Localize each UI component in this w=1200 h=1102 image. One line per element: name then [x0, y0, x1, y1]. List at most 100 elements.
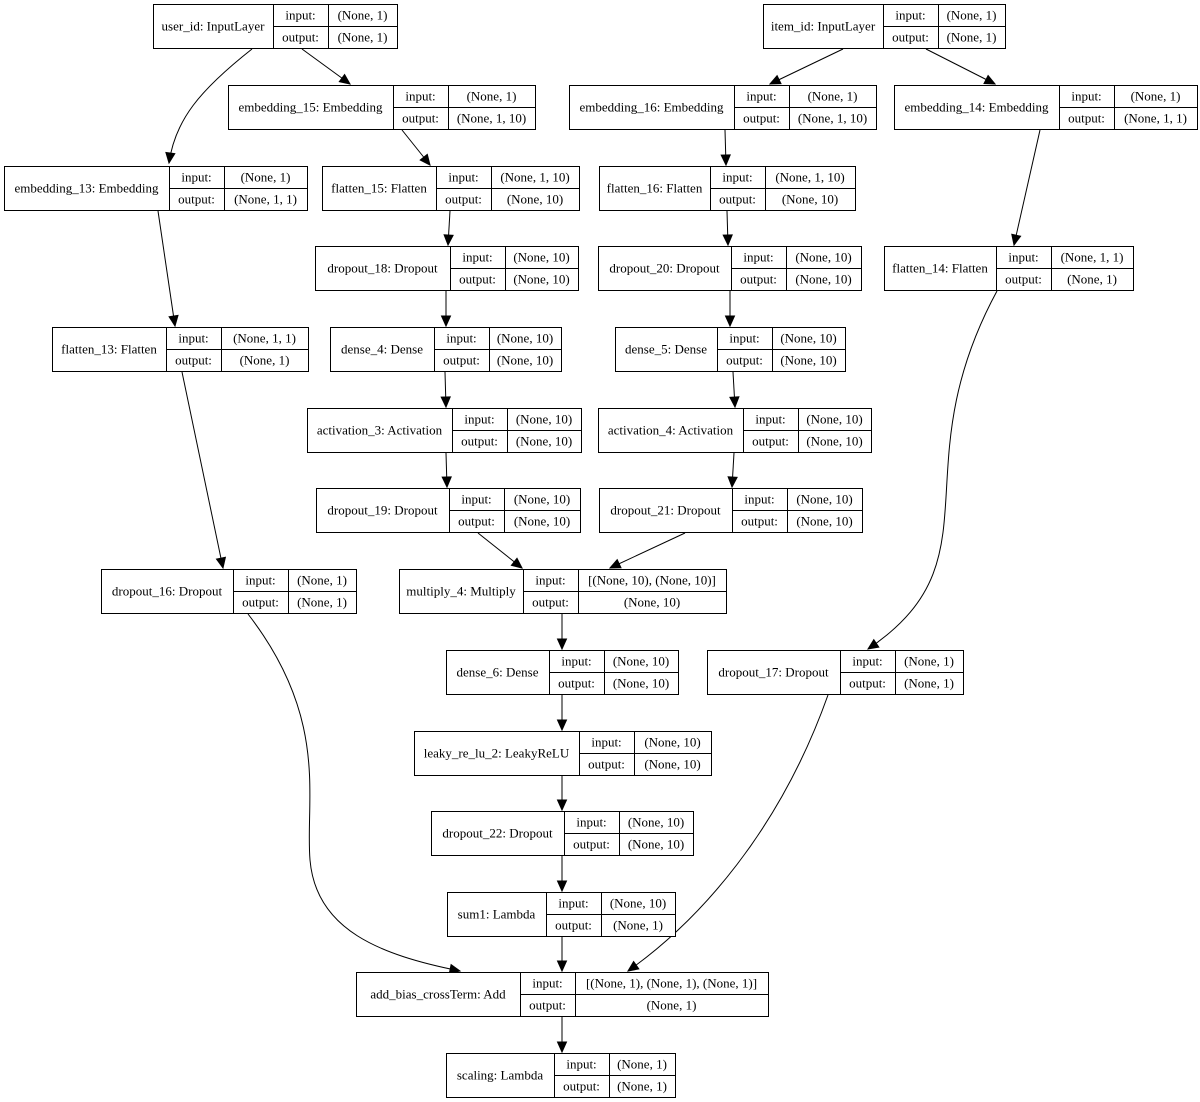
edge-dropout-19-to-multiply-4 [477, 532, 523, 569]
edge-line [609, 532, 686, 569]
input-shape-value: (None, 10) [497, 331, 553, 346]
arrowhead [720, 154, 731, 167]
node-name-label: dropout_19: Dropout [327, 503, 438, 518]
edge-activation-3-to-dropout-19 [441, 452, 452, 489]
node-name-label: dense_6: Dense [457, 665, 539, 680]
arrowhead [556, 719, 568, 732]
edge-dense-6-to-leaky-re-lu-2 [556, 695, 568, 732]
edge-dropout-18-to-dense-4 [440, 291, 452, 328]
output-label: output: [175, 353, 212, 368]
input-label: input: [729, 331, 759, 346]
output-shape-value: (None, 10) [507, 192, 563, 207]
arrowhead [729, 396, 740, 409]
output-label: output: [445, 192, 482, 207]
output-shape-value: (None, 10) [624, 595, 680, 610]
arrowhead [168, 314, 179, 328]
layer-node-embedding-13: embedding_13: Embeddinginput:output:(Non… [4, 166, 308, 211]
input-shape-value: (None, 10) [610, 896, 666, 911]
node-name-label: flatten_14: Flatten [892, 261, 988, 276]
input-shape-value: (None, 1) [1131, 89, 1181, 104]
input-shape-value: (None, 1) [947, 8, 997, 23]
output-shape-value: (None, 10) [795, 272, 851, 287]
output-shape-value: (None, 1) [338, 30, 388, 45]
input-shape-value: (None, 1, 1) [233, 331, 296, 346]
input-shape-value: (None, 1, 10) [500, 170, 569, 185]
output-label: output: [178, 192, 215, 207]
input-shape-value: (None, 10) [628, 815, 684, 830]
edge-user-id-to-embedding-13 [165, 48, 253, 165]
input-label: input: [532, 976, 562, 991]
output-shape-value: (None, 10) [497, 353, 553, 368]
node-name-label: user_id: InputLayer [162, 19, 266, 34]
output-shape-value: (None, 10) [513, 272, 569, 287]
output-label: output: [892, 30, 929, 45]
arrowhead [866, 638, 880, 650]
edge-dense-5-to-activation-4 [729, 371, 740, 409]
input-label: input: [561, 654, 591, 669]
input-shape-value: (None, 1) [467, 89, 517, 104]
node-name-label: flatten_15: Flatten [331, 181, 427, 196]
input-shape-value: (None, 1, 10) [775, 170, 844, 185]
output-shape-value: (None, 10) [806, 434, 862, 449]
input-shape-value: (None, 10) [514, 492, 570, 507]
node-name-label: dropout_16: Dropout [112, 584, 223, 599]
nodes-layer: user_id: InputLayer input: output: (None, 1… [4, 4, 1198, 1098]
edge-embedding-16-to-flatten-16 [720, 129, 731, 167]
output-label: output: [242, 595, 279, 610]
input-label: input: [446, 331, 476, 346]
output-label: output: [719, 192, 756, 207]
input-label: input: [405, 89, 435, 104]
output-shape-value: (None, 1) [613, 918, 663, 933]
output-label: output: [563, 1079, 600, 1094]
input-label: input: [558, 896, 588, 911]
output-label: output: [532, 595, 569, 610]
arrowhead [338, 73, 351, 85]
node-name-label: embedding_16: Embedding [579, 100, 724, 115]
node-name-label: dropout_20: Dropout [609, 261, 720, 276]
input-label: input: [285, 8, 315, 23]
input-shape-value: (None, 1) [904, 654, 954, 669]
edge-sum1-to-add-bias-crossTerm [556, 937, 568, 973]
node-name-label: embedding_15: Embedding [238, 100, 383, 115]
output-label: output: [558, 676, 595, 691]
input-label: input: [852, 654, 882, 669]
input-shape-value: (None, 10) [780, 331, 836, 346]
layer-node-activation-4: activation_4: Activationinput:output:(No… [598, 408, 872, 453]
input-shape-value: (None, 10) [513, 250, 569, 265]
input-label: input: [1008, 250, 1038, 265]
edge-line [181, 371, 224, 569]
edge-multiply-4-to-dense-6 [556, 614, 568, 651]
edge-line [157, 210, 176, 327]
output-label: output: [849, 676, 886, 691]
output-shape-value: (None, 10) [644, 757, 700, 772]
edges-layer [157, 48, 1041, 1054]
edge-dense-4-to-activation-3 [440, 371, 451, 409]
edge-line [247, 613, 461, 972]
arrowhead [510, 557, 523, 569]
input-shape-value: (None, 1) [297, 573, 347, 588]
input-label: input: [461, 492, 491, 507]
input-shape-value: [(None, 1), (None, 1), (None, 1)] [586, 976, 757, 991]
input-label: input: [462, 250, 492, 265]
output-shape-value: (None, 1) [947, 30, 997, 45]
edge-flatten-14-to-dropout-17 [866, 290, 998, 650]
edge-activation-4-to-dropout-21 [727, 452, 738, 489]
edge-dropout-20-to-dense-5 [724, 291, 736, 328]
output-shape-value: (None, 1) [617, 1079, 667, 1094]
arrowhead [556, 638, 568, 651]
output-shape-value: (None, 10) [628, 837, 684, 852]
edge-line [1013, 129, 1041, 246]
edge-item-id-to-embedding-14 [925, 48, 997, 85]
output-shape-value: (None, 10) [796, 514, 852, 529]
layer-node-activation-3: activation_3: Activationinput:output:(No… [307, 408, 582, 453]
input-shape-value: (None, 10) [613, 654, 669, 669]
